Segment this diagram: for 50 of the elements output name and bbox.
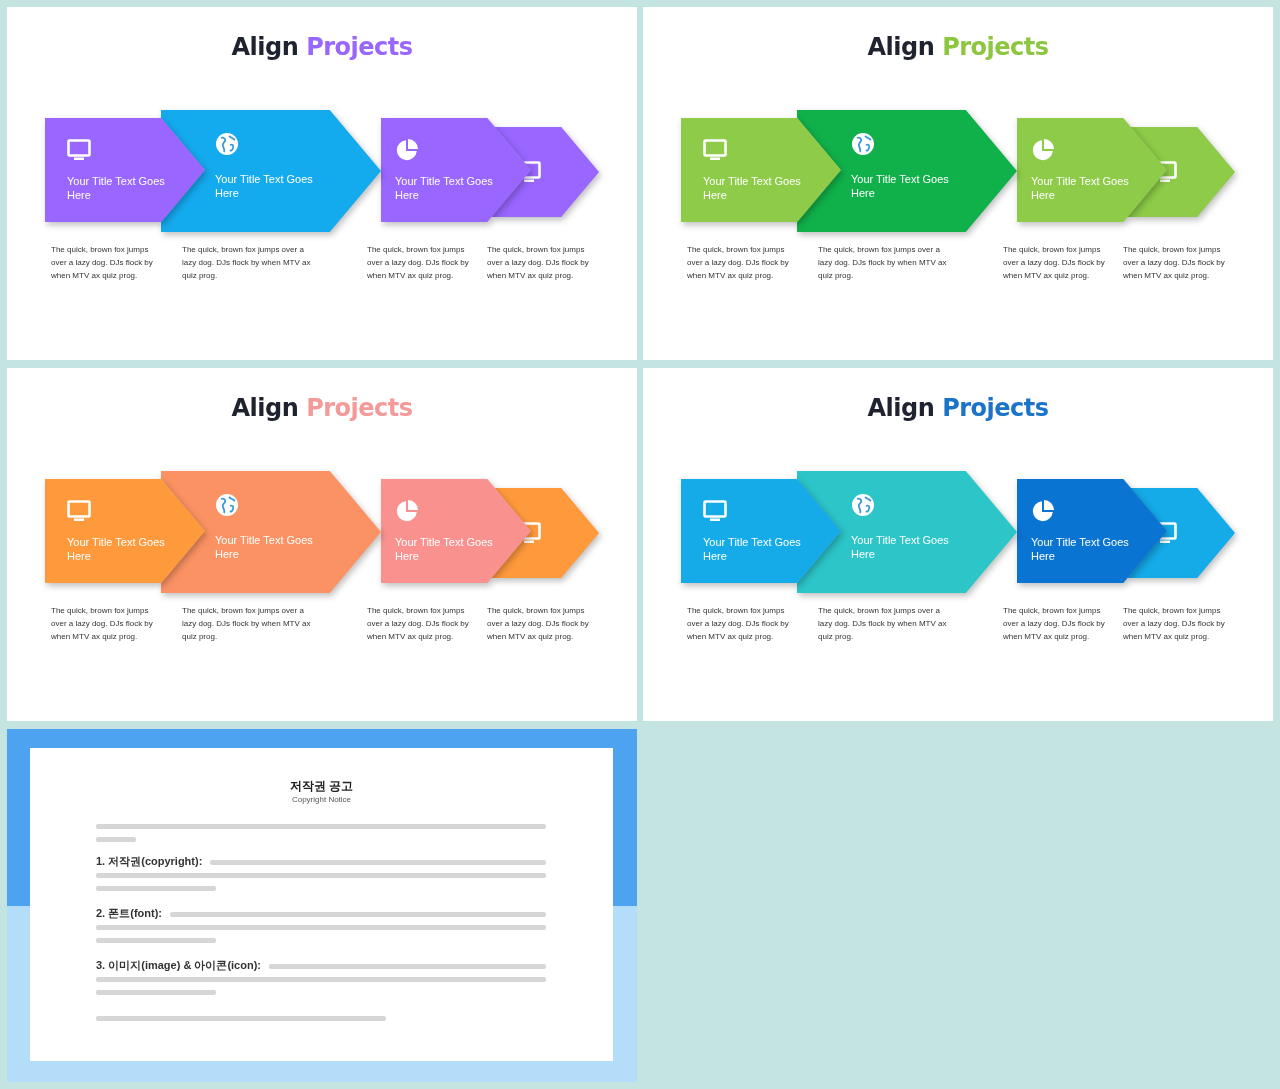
slide-title: Align Projects bbox=[866, 33, 1050, 61]
chevron-arrow-shape bbox=[381, 479, 531, 583]
chevron-arrow-shape bbox=[681, 479, 841, 583]
step-title: Your Title Text Goes Here bbox=[851, 533, 950, 561]
description-text: The quick, brown fox jumps over a lazy dog. DJs flock by when MTV ax quiz prog. bbox=[367, 605, 470, 643]
description-text: The quick, brown fox jumps over a lazy dog. DJs flock by when MTV ax quiz prog. bbox=[487, 244, 590, 282]
step-title: Your Title Text Goes Here bbox=[67, 535, 166, 563]
step-title: Your Title Text Goes Here bbox=[1031, 174, 1130, 202]
step-title: Your Title Text Goes Here bbox=[703, 174, 802, 202]
description-text: The quick, brown fox jumps over a lazy dog. DJs flock by when MTV ax quiz prog. bbox=[1003, 605, 1106, 643]
slide-title: Align Projects bbox=[866, 394, 1050, 422]
chevron-arrow-shape bbox=[45, 118, 205, 222]
description-text: The quick, brown fox jumps over a lazy dog. DJs flock by when MTV ax quiz prog. bbox=[1003, 244, 1106, 282]
section-heading: 1. 저작권(copyright): bbox=[96, 854, 203, 869]
description-text: The quick, brown fox jumps over a lazy dog. DJs flock by when MTV ax quiz prog. bbox=[51, 244, 154, 282]
step-title: Your Title Text Goes Here bbox=[215, 172, 314, 200]
description-text: The quick, brown fox jumps over a lazy dog. DJs flock by when MTV ax quiz prog. bbox=[687, 605, 790, 643]
description-text: The quick, brown fox jumps over a lazy dog. DJs flock by when MTV ax quiz prog. bbox=[818, 605, 948, 643]
chevron-arrow-shape bbox=[1017, 118, 1167, 222]
slide-title: Align Projects bbox=[230, 33, 414, 61]
step-title: Your Title Text Goes Here bbox=[851, 172, 950, 200]
step-title: Your Title Text Goes Here bbox=[703, 535, 802, 563]
description-text: The quick, brown fox jumps over a lazy dog. DJs flock by when MTV ax quiz prog. bbox=[51, 605, 154, 643]
slide-panel bbox=[643, 368, 1273, 721]
section-heading: 3. 이미지(image) & 아이콘(icon): bbox=[96, 958, 261, 973]
notice-subtitle: Copyright Notice bbox=[290, 795, 353, 804]
slide-panel bbox=[643, 7, 1273, 360]
description-text: The quick, brown fox jumps over a lazy dog. DJs flock by when MTV ax quiz prog. bbox=[818, 244, 948, 282]
chevron-arrow-shape bbox=[381, 118, 531, 222]
notice-title: 저작권 공고 bbox=[288, 778, 355, 795]
step-title: Your Title Text Goes Here bbox=[395, 535, 494, 563]
chevron-arrow-shape bbox=[45, 479, 205, 583]
step-title: Your Title Text Goes Here bbox=[395, 174, 494, 202]
slide-title: Align Projects bbox=[230, 394, 414, 422]
description-text: The quick, brown fox jumps over a lazy dog. DJs flock by when MTV ax quiz prog. bbox=[487, 605, 590, 643]
slide-panel bbox=[7, 368, 637, 721]
step-title: Your Title Text Goes Here bbox=[67, 174, 166, 202]
step-title: Your Title Text Goes Here bbox=[1031, 535, 1130, 563]
description-text: The quick, brown fox jumps over a lazy dog. DJs flock by when MTV ax quiz prog. bbox=[367, 244, 470, 282]
section-heading: 2. 폰트(font): bbox=[96, 906, 162, 921]
description-text: The quick, brown fox jumps over a lazy dog. DJs flock by when MTV ax quiz prog. bbox=[182, 244, 312, 282]
description-text: The quick, brown fox jumps over a lazy dog. DJs flock by when MTV ax quiz prog. bbox=[687, 244, 790, 282]
step-title: Your Title Text Goes Here bbox=[215, 533, 314, 561]
description-text: The quick, brown fox jumps over a lazy dog. DJs flock by when MTV ax quiz prog. bbox=[1123, 605, 1226, 643]
chevron-arrow-shape bbox=[681, 118, 841, 222]
notice-card bbox=[30, 748, 613, 1061]
slide-panel bbox=[7, 7, 637, 360]
description-text: The quick, brown fox jumps over a lazy dog. DJs flock by when MTV ax quiz prog. bbox=[182, 605, 312, 643]
chevron-arrow-shape bbox=[1017, 479, 1167, 583]
description-text: The quick, brown fox jumps over a lazy dog. DJs flock by when MTV ax quiz prog. bbox=[1123, 244, 1226, 282]
